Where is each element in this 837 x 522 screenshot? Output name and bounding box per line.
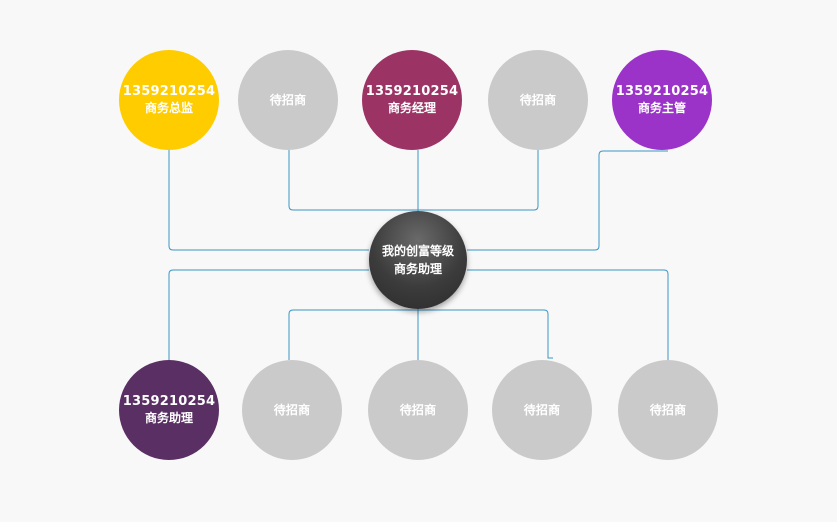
node-status: 待招商 — [399, 402, 437, 417]
node-id: 1359210254 — [365, 84, 459, 99]
connector-top-right — [467, 150, 668, 251]
center-node-my-level[interactable]: 我的创富等级 商务助理 — [369, 211, 467, 309]
top-node-vacant-1[interactable]: 待招商 — [238, 50, 338, 150]
node-status: 待招商 — [269, 92, 307, 107]
top-node-supervisor[interactable]: 1359210254 商务主管 — [612, 50, 712, 150]
connector-bottom-inner — [288, 309, 553, 360]
node-status: 待招商 — [649, 402, 687, 417]
node-level: 商务经理 — [387, 101, 436, 115]
node-id: 1359210254 — [615, 84, 709, 99]
bottom-node-vacant-3[interactable]: 待招商 — [492, 360, 592, 460]
bottom-node-assistant[interactable]: 1359210254 商务助理 — [119, 360, 219, 460]
node-status: 待招商 — [523, 402, 561, 417]
node-id: 1359210254 — [122, 394, 216, 409]
node-level: 商务助理 — [144, 411, 193, 425]
node-status: 待招商 — [273, 402, 311, 417]
node-status: 待招商 — [519, 92, 557, 107]
top-node-vacant-2[interactable]: 待招商 — [488, 50, 588, 150]
top-node-manager[interactable]: 1359210254 商务经理 — [362, 50, 462, 150]
bottom-node-vacant-2[interactable]: 待招商 — [368, 360, 468, 460]
bottom-node-vacant-4[interactable]: 待招商 — [618, 360, 718, 460]
bottom-node-vacant-1[interactable]: 待招商 — [242, 360, 342, 460]
connector-bottom-right — [467, 269, 669, 360]
center-level: 商务助理 — [393, 262, 442, 276]
connector-bottom-left — [168, 269, 369, 360]
node-id: 1359210254 — [122, 84, 216, 99]
center-title: 我的创富等级 — [381, 244, 454, 258]
connector-top-left — [168, 150, 369, 251]
top-node-director[interactable]: 1359210254 商务总监 — [119, 50, 219, 150]
node-level: 商务总监 — [144, 101, 193, 115]
node-level: 商务主管 — [637, 101, 686, 115]
connector-top-inner — [288, 150, 539, 211]
